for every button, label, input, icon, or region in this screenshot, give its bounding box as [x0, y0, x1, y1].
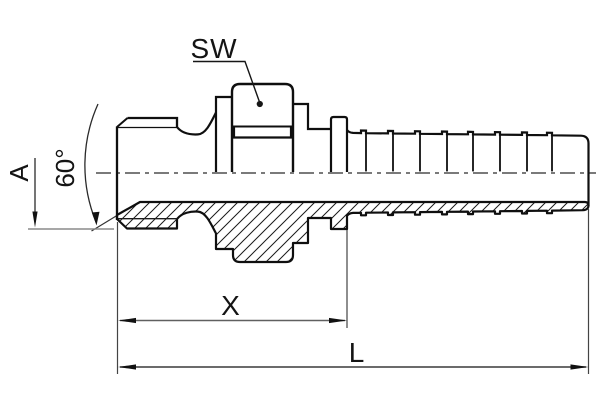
fitting-section-view: [91, 200, 590, 264]
dimension-cone-angle: 60°: [50, 103, 100, 226]
fitting-top-view: [115, 82, 590, 220]
sw-leader-dot: [256, 100, 263, 108]
dim-a-arrow: [32, 211, 38, 228]
dim-a-label: A: [4, 164, 34, 182]
l-arrow-right: [570, 364, 589, 370]
hex-nut-body: [230, 82, 295, 172]
l-label: L: [349, 337, 366, 368]
thread-chamfer: [116, 117, 129, 128]
cone-angle-arc: [84, 103, 99, 223]
sw-leader-line: [193, 60, 261, 103]
flange-right: [293, 102, 331, 131]
sw-callout: SW: [190, 33, 263, 108]
dimension-x: X: [118, 230, 348, 328]
collar-ring: [329, 115, 349, 172]
hose-tail-profile: [346, 129, 590, 206]
cone-angle-arrow: [91, 211, 100, 226]
sw-label: SW: [190, 33, 237, 64]
barb-shoulder-lines: [365, 133, 553, 172]
x-label: X: [221, 290, 241, 321]
neck-groove: [176, 112, 217, 136]
flange-left: [214, 95, 232, 172]
section-outline: [115, 200, 590, 264]
cone-angle-label: 60°: [50, 148, 80, 187]
thread-crest-line: [127, 116, 179, 127]
l-arrow-left: [118, 364, 136, 370]
dimension-l: L: [116, 209, 590, 374]
x-arrow-left: [118, 317, 136, 324]
x-arrow-right: [329, 317, 347, 324]
dimension-a: A: [4, 158, 114, 230]
